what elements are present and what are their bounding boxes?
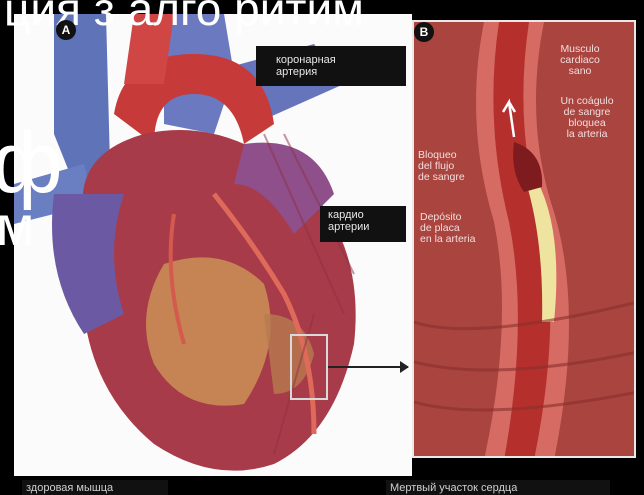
plaque-deposit-label: Depósito de placa en la arteria [420,212,512,245]
zoom-connector-line [328,366,408,368]
panel-b-badge: B [414,22,434,42]
zoom-region-box [290,334,328,400]
cardio-arteries-label: кардио артерии [320,206,406,242]
healthy-muscle-caption: здоровая мышца [22,480,168,495]
right-atrium [52,194,124,334]
flow-blockage-label: Bloqueo del flujo de sangre [418,150,478,183]
coronary-artery-label: коронарная артерия [256,46,406,86]
blood-clot-label: Un coágulo de sangre bloquea la arteria [540,96,634,140]
healthy-muscle-label: Musculo cardiaco sano [538,44,622,77]
slide-letter-m: м [0,198,35,254]
panel-a-badge: A [56,20,76,40]
zoom-arrow-icon [400,361,409,373]
dead-heart-area-caption: Мертвый участок сердца [386,480,610,495]
